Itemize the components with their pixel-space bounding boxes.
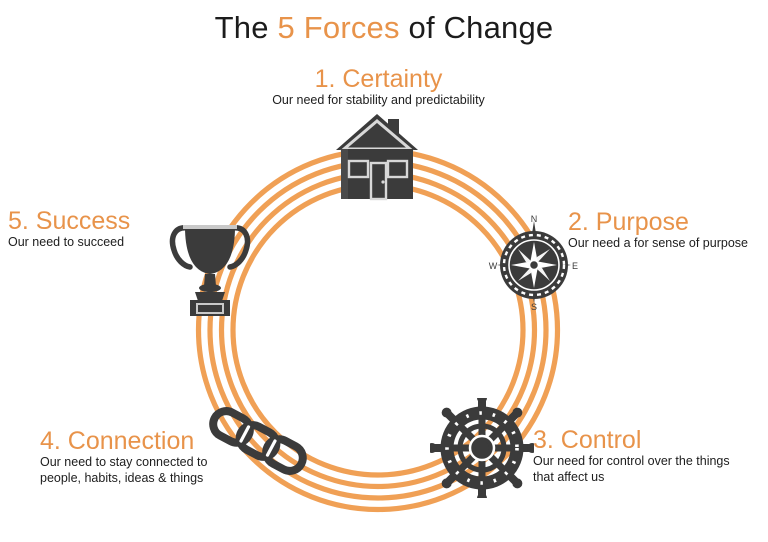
force-title-purpose: 2. Purpose	[568, 208, 689, 236]
ships-wheel-icon	[427, 393, 537, 503]
force-description-connection-line1: Our need to stay connected to	[40, 455, 208, 470]
page-title: The 5 Forces of Change	[0, 10, 768, 46]
force-description-certainty: Our need for stability and predictabilit…	[272, 93, 485, 108]
compass-label-west: W	[489, 261, 498, 271]
force-description-purpose: Our need a for sense of purpose	[568, 236, 748, 251]
force-label-control: 3. Control Our need for control over the…	[533, 427, 765, 486]
force-label-success: 5. Success Our need to succeed	[8, 208, 198, 251]
force-label-certainty: 1. Certainty Our need for stability and …	[206, 66, 551, 109]
trophy-icon	[168, 216, 252, 321]
compass-icon: N S E W	[488, 212, 580, 317]
compass-label-north: N	[531, 214, 538, 224]
title-accent: 5 Forces	[277, 10, 400, 45]
force-title-connection: 4. Connection	[40, 427, 195, 455]
force-description-success: Our need to succeed	[8, 235, 125, 250]
force-label-connection: 4. Connection Our need to stay connected…	[40, 428, 290, 487]
force-title-certainty: 1. Certainty	[314, 65, 443, 93]
compass-label-south: S	[531, 302, 537, 312]
force-description-control-line2: that affect us	[533, 469, 605, 484]
force-title-success: 5. Success	[8, 207, 131, 235]
chain-link-icon	[203, 402, 313, 485]
force-description-control-line1: Our need for control over the things	[533, 454, 730, 469]
title-prefix: The	[214, 10, 278, 45]
house-icon	[330, 112, 426, 209]
force-label-purpose: 2. Purpose Our need a for sense of purpo…	[568, 209, 768, 252]
force-title-control: 3. Control	[533, 426, 642, 454]
title-suffix: of Change	[399, 10, 554, 45]
compass-label-east: E	[572, 261, 578, 271]
force-description-connection-line2: people, habits, ideas & things	[40, 470, 204, 485]
